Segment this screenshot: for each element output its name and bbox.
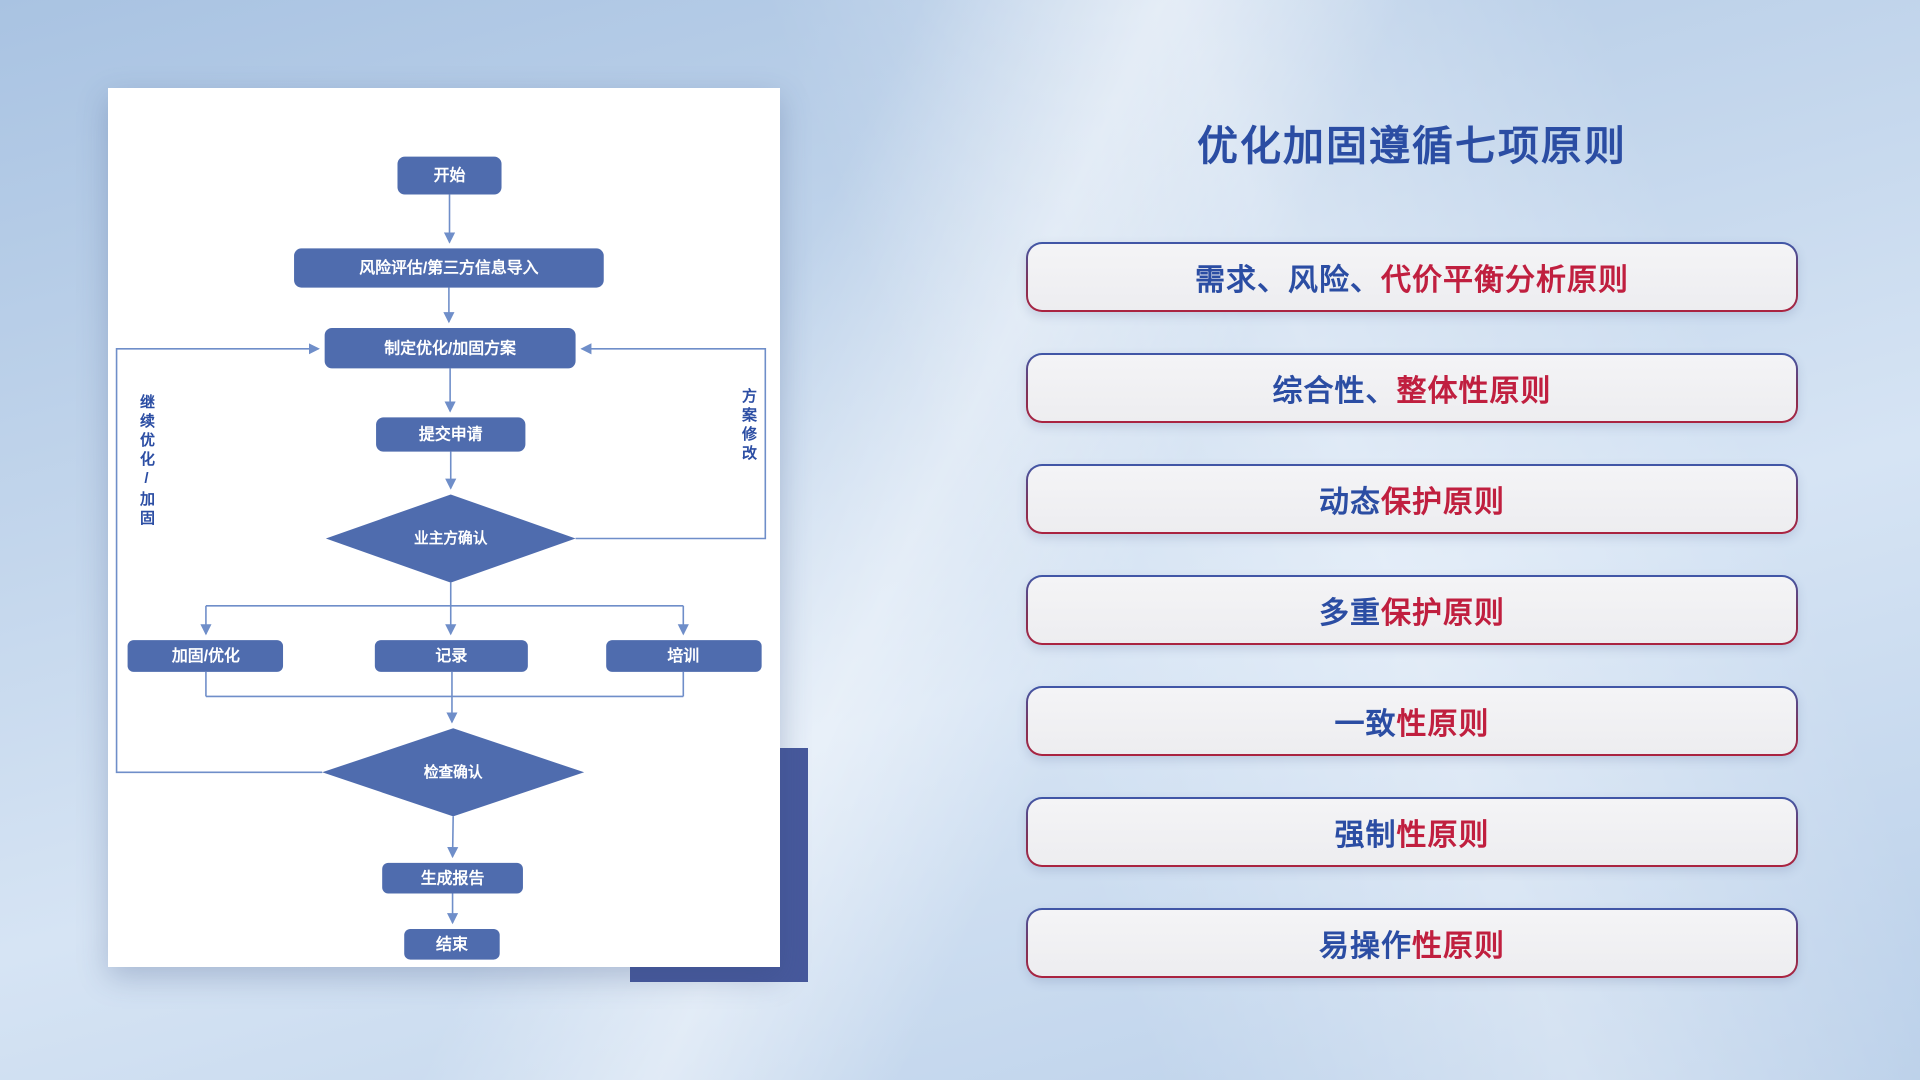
loop-label-continue-optimize: 继续优化/加固 xyxy=(138,394,155,529)
flow-node-train xyxy=(606,640,762,672)
flow-node-risk-import xyxy=(294,248,604,288)
flow-node-harden xyxy=(127,640,284,672)
edge-check-report xyxy=(447,816,459,859)
flow-node-end xyxy=(404,928,500,960)
principle-item: 动态保护原则 xyxy=(1026,464,1798,534)
flow-node-report xyxy=(382,862,523,894)
flow-node-record xyxy=(374,640,528,672)
principle-text-segment: 保护原则 xyxy=(1381,597,1505,630)
principle-item: 一致性原则 xyxy=(1026,686,1798,756)
principle-item: 综合性、整体性原则 xyxy=(1026,353,1798,423)
principle-text-segment: 代价平衡分析原则 xyxy=(1381,264,1629,297)
principle-item: 需求、风险、代价平衡分析原则 xyxy=(1026,242,1798,312)
principle-label: 综合性、整体性原则 xyxy=(1028,355,1796,421)
principle-label: 需求、风险、代价平衡分析原则 xyxy=(1028,244,1796,310)
principle-label: 一致性原则 xyxy=(1028,688,1796,754)
principle-item: 强制性原则 xyxy=(1026,797,1798,867)
principle-text-segment: 易操作 xyxy=(1319,930,1412,963)
principle-label: 易操作性原则 xyxy=(1028,910,1796,976)
principle-text-segment: 整体性原则 xyxy=(1396,375,1552,408)
principle-item: 易操作性原则 xyxy=(1026,908,1798,978)
flow-node-harden-label: 加固/优化 xyxy=(171,646,240,665)
principle-item: 多重保护原则 xyxy=(1026,575,1798,645)
edge-loop-plan-modify xyxy=(575,343,767,540)
principle-text-segment: 性原则 xyxy=(1396,819,1490,852)
flow-node-start xyxy=(397,156,502,195)
edge-loop-continue-optimize xyxy=(115,343,323,774)
principles-list: 需求、风险、代价平衡分析原则综合性、整体性原则动态保护原则多重保护原则一致性原则… xyxy=(1026,242,1798,978)
principle-text-segment: 需求、风险、 xyxy=(1195,264,1381,297)
principle-text-segment: 一致 xyxy=(1334,708,1397,741)
page-title: 优化加固遵循七项原则 xyxy=(1197,123,1627,169)
flow-node-submit-label: 提交申请 xyxy=(419,425,483,444)
flow-node-train-label: 培训 xyxy=(667,646,699,665)
flow-node-end-label: 结束 xyxy=(435,934,468,953)
principle-text-segment: 强制 xyxy=(1334,819,1397,852)
flow-node-record-label: 记录 xyxy=(435,647,467,665)
flow-node-start-label: 开始 xyxy=(434,166,466,185)
loop-label-plan-modify: 方案修改 xyxy=(740,388,757,464)
principle-text-segment: 性原则 xyxy=(1396,708,1490,741)
principle-label: 动态保护原则 xyxy=(1028,466,1796,532)
flow-node-make-plan-label: 制定优化/加固方案 xyxy=(384,338,517,357)
flow-node-risk-import-label: 风险评估/第三方信息导入 xyxy=(359,258,538,277)
flow-node-make-plan xyxy=(324,327,576,369)
flow-node-report-label: 生成报告 xyxy=(421,868,485,887)
flow-node-submit xyxy=(376,417,526,452)
principle-text-segment: 动态 xyxy=(1319,486,1381,519)
principle-label: 强制性原则 xyxy=(1028,799,1796,865)
flow-decision-owner-confirm-label: 业主方确认 xyxy=(414,529,488,547)
principle-text-segment: 性原则 xyxy=(1412,930,1505,963)
principle-text-segment: 保护原则 xyxy=(1381,486,1505,519)
flowchart-card: 开始 风险评估/第三方信息导入 制定优化/加固方案 提交申请 业主方确认 加固/… xyxy=(108,88,780,967)
principle-text-segment: 多重 xyxy=(1319,597,1381,630)
flowchart-svg: 开始 风险评估/第三方信息导入 制定优化/加固方案 提交申请 业主方确认 加固/… xyxy=(115,156,767,960)
principle-text-segment: 综合性、 xyxy=(1272,375,1397,408)
flow-decision-check-confirm-label: 检查确认 xyxy=(424,763,483,781)
principle-label: 多重保护原则 xyxy=(1028,577,1796,643)
